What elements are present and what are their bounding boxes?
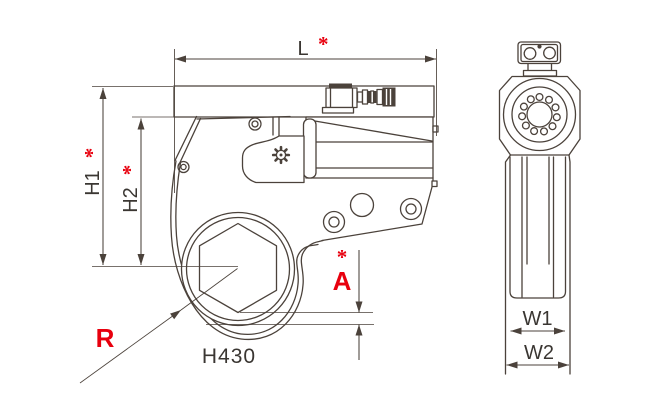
dimension-l: L * xyxy=(175,32,436,63)
radius-leader-inner xyxy=(180,268,238,311)
shell-inner-curve xyxy=(175,161,319,335)
dim-label-a: A xyxy=(333,266,352,296)
nipple-rib xyxy=(373,91,377,103)
cylinder-housing xyxy=(302,116,439,179)
model-label: H430 xyxy=(202,345,256,368)
dim-label-w1: W1 xyxy=(523,308,553,330)
pin-bushing-inner xyxy=(405,203,417,215)
port-circle xyxy=(543,46,556,60)
body-outer-right xyxy=(568,154,571,375)
dimension-h1: H1 * xyxy=(80,88,107,265)
reaction-shell xyxy=(170,160,324,341)
shell-outer-curve xyxy=(170,160,324,341)
front-head xyxy=(498,75,581,156)
cassette-head xyxy=(174,115,305,184)
dimension-w2: W2 xyxy=(506,342,569,369)
dim-star-l: * xyxy=(318,32,329,56)
trigger-plate xyxy=(241,135,305,184)
front-body xyxy=(504,154,571,375)
lower-plate xyxy=(321,177,438,242)
side-tick xyxy=(432,125,439,133)
pin-bushing-inner xyxy=(328,216,340,228)
port-circle xyxy=(523,47,537,60)
cylinder-body xyxy=(305,116,434,179)
side-notch xyxy=(431,180,438,188)
front-view xyxy=(498,41,581,375)
swivel-connector-top xyxy=(517,41,562,77)
side-view xyxy=(170,83,439,341)
dim-star-a: * xyxy=(337,245,348,269)
swivel-base xyxy=(321,106,355,114)
connector-flange xyxy=(522,69,558,77)
dimension-w1: W1 xyxy=(510,308,565,335)
dim-label-h2: H2 xyxy=(120,187,142,213)
nipple-rib xyxy=(370,90,375,104)
pivot-pin-inner xyxy=(251,120,259,128)
dim-star-h1: * xyxy=(80,148,104,159)
plate-hole xyxy=(349,192,375,218)
dimensions: L * H1 * H2 * * A R W1 xyxy=(79,32,569,384)
plate-bottom-edge xyxy=(321,186,433,242)
radius-leader xyxy=(79,309,182,384)
hex-drive xyxy=(180,211,296,327)
body-outer-left xyxy=(504,154,512,375)
plate-top-edge xyxy=(196,115,291,120)
dimension-r: R xyxy=(79,268,238,384)
dimension-a: * A xyxy=(333,245,363,360)
dim-label-h1: H1 xyxy=(82,170,104,196)
nipple-collar xyxy=(361,89,369,105)
side-plate-inner xyxy=(509,156,567,299)
dim-label-l: L xyxy=(297,38,308,60)
dim-label-r: R xyxy=(96,323,115,353)
spline-hole-ring xyxy=(518,92,561,136)
strut-outer xyxy=(174,115,198,162)
nipple-end xyxy=(382,87,396,107)
drive-center-hole xyxy=(526,101,553,128)
nipple-rib xyxy=(368,91,371,103)
dim-star-h2: * xyxy=(118,165,142,176)
hydraulic-coupler xyxy=(321,83,396,114)
nipple-ring xyxy=(376,88,384,106)
strut-inner xyxy=(179,117,202,164)
manifold-cap xyxy=(329,83,352,88)
center-dot xyxy=(537,44,542,49)
cylinder-end-cap xyxy=(302,118,317,179)
cylinder-chamfer-line xyxy=(308,119,433,142)
dim-label-w2: W2 xyxy=(524,342,554,364)
strut-pin-inner xyxy=(180,163,187,171)
hex-socket xyxy=(198,222,278,314)
star-screw xyxy=(271,145,291,165)
nipple-neck xyxy=(356,91,364,103)
dimension-h2: H2 * xyxy=(118,118,145,265)
